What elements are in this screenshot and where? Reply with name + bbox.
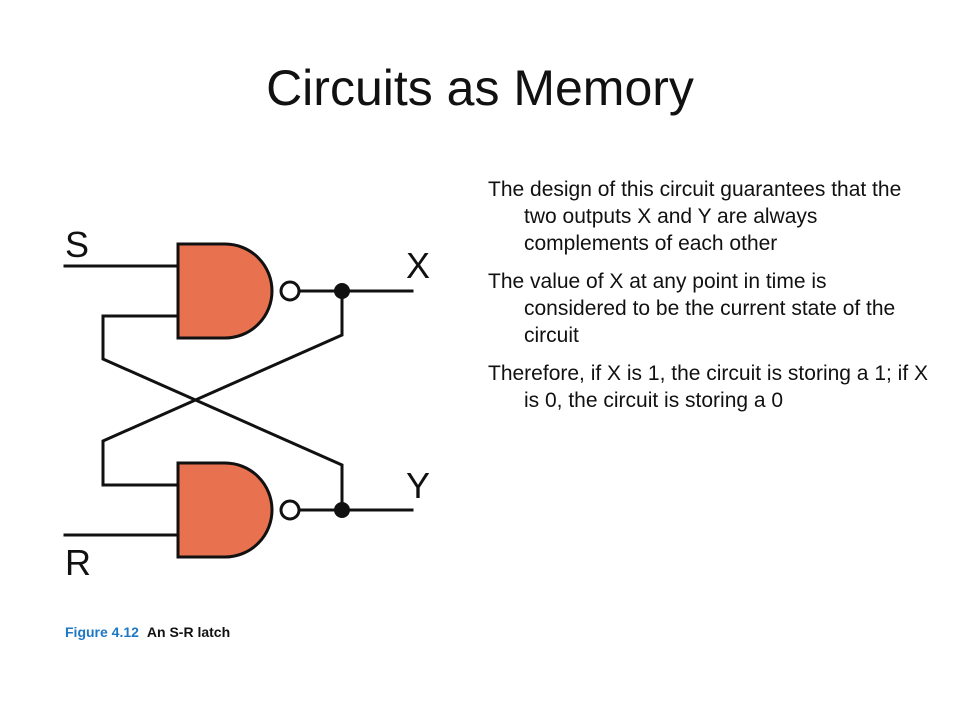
figure-caption: Figure 4.12 An S-R latch [65, 624, 230, 640]
upper-nand-gate [176, 242, 301, 340]
bullet-item: Therefore, if X is 1, the circuit is sto… [488, 362, 929, 412]
x-label: X [406, 245, 430, 286]
bullet-list: The design of this circuit guarantees th… [488, 176, 928, 425]
y-junction-dot [334, 502, 350, 518]
feedback-wire-y-to-upper-gate [101, 314, 344, 512]
lower-nand-gate [176, 461, 301, 559]
figure-title: An S-R latch [146, 624, 231, 640]
y-label: Y [406, 465, 430, 506]
s-label: S [65, 224, 89, 265]
feedback-wire-x-to-lower-gate [101, 289, 344, 487]
upper-nand-bubble [279, 280, 301, 302]
x-junction-dot [334, 283, 350, 299]
r-label: R [65, 542, 91, 583]
bullet-item: The design of this circuit guarantees th… [488, 178, 902, 255]
slide-title: Circuits as Memory [266, 60, 694, 116]
bullet-item: The value of X at any point in time is c… [488, 270, 896, 347]
figure-number: Figure 4.12 [65, 624, 139, 640]
lower-nand-bubble [279, 499, 301, 521]
sr-latch-diagram: S X Y R [63, 224, 430, 583]
